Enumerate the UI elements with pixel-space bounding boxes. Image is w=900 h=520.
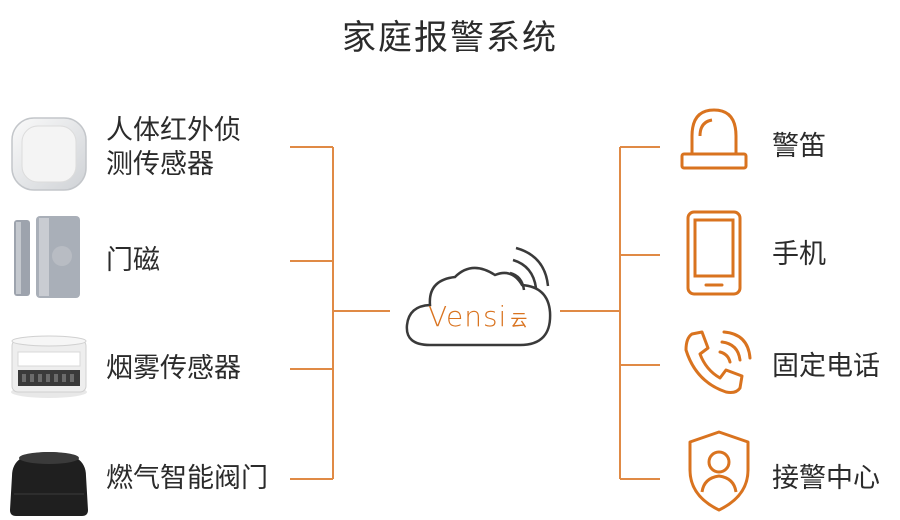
hub-brand: Vensi (428, 300, 508, 333)
vensi-cloud-icon (405, 246, 552, 347)
telephone-icon (684, 330, 752, 394)
door-magnet-sensor-icon (14, 216, 80, 298)
output-label-siren: 警笛 (772, 131, 826, 162)
pir-motion-sensor-icon (11, 117, 87, 191)
output-label-mobile: 手机 (772, 239, 826, 270)
input-label-gas-valve: 燃气智能阀门 (106, 463, 268, 494)
input-label-door-magnet: 门磁 (106, 245, 160, 276)
siren-icon (680, 108, 748, 170)
smoke-detector-icon (11, 335, 87, 398)
alarm-center-shield-icon (688, 430, 750, 512)
input-label-pir: 人体红外侦 测传感器 (106, 114, 241, 182)
output-label-alarm-center: 接警中心 (772, 463, 880, 494)
hub-brand-suffix: 云 (510, 311, 529, 331)
input-label-pir-line2: 测传感器 (106, 149, 214, 180)
gas-valve-icon (10, 452, 88, 516)
output-label-telephone: 固定电话 (772, 351, 880, 382)
input-label-pir-line1: 人体红外侦 (106, 115, 241, 146)
mobile-phone-icon (686, 210, 742, 296)
input-label-smoke: 烟雾传感器 (106, 353, 241, 384)
diagram-title: 家庭报警系统 (342, 18, 558, 58)
